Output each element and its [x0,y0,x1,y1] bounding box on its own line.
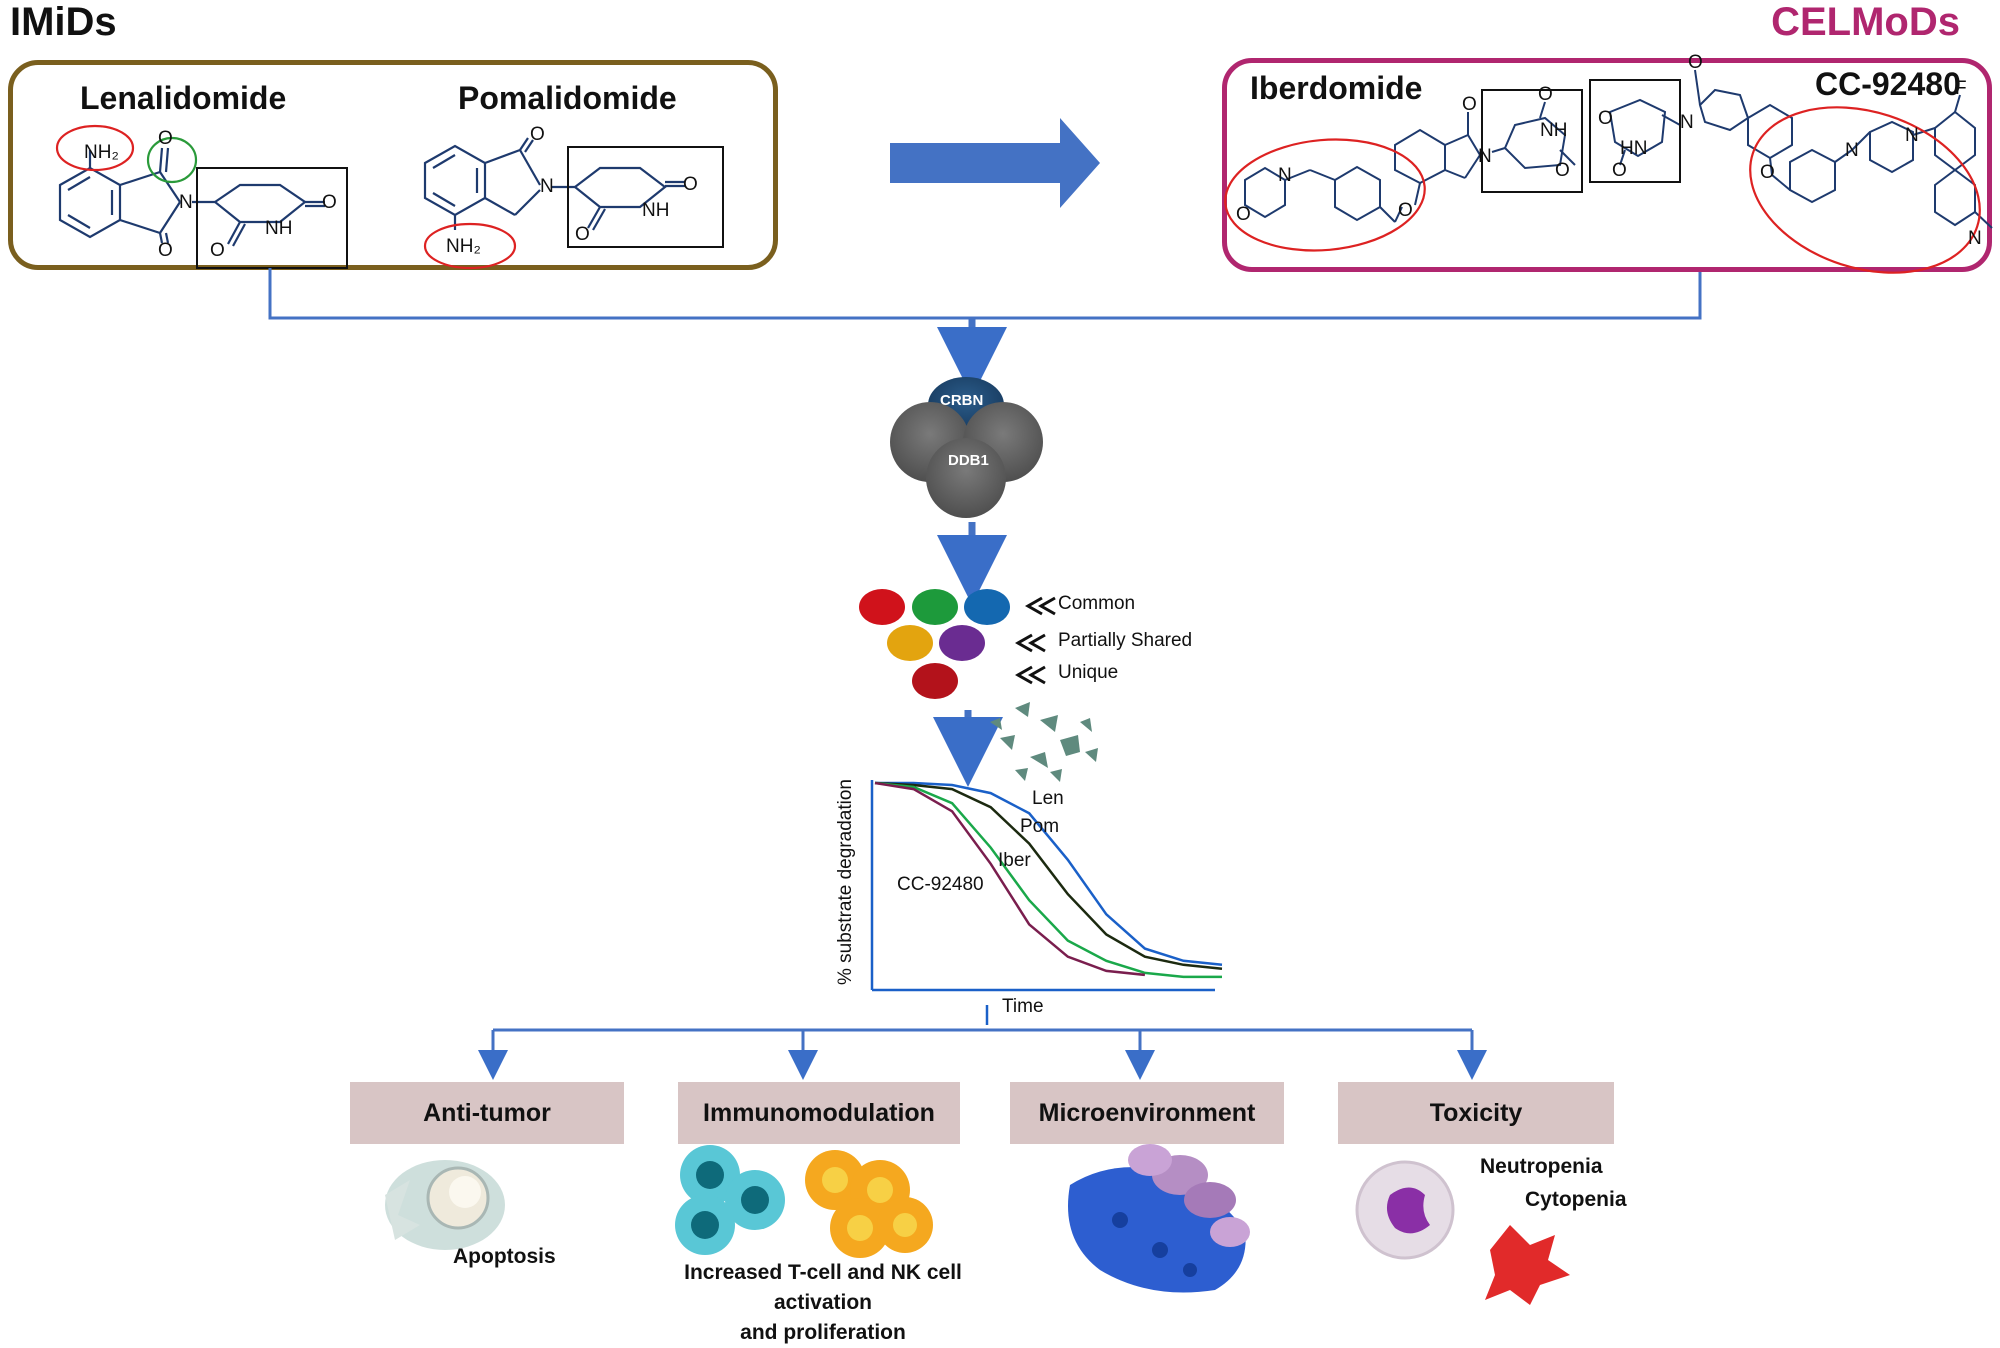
legend-partially-shared: Partially Shared [1058,630,1193,651]
pom-o-ring1: O [683,174,698,195]
immune-cells-illustration [675,1145,933,1258]
len-o-ring2: O [210,240,225,261]
iberdomide-highlight-circle [1224,138,1426,252]
cc-n1: N [1845,140,1859,161]
iber-o-link: O [1398,200,1413,221]
iber-nh: NH [1540,120,1568,141]
len-nh: NH [265,218,293,239]
cc-hn: HN [1620,138,1648,159]
cc-o-top: O [1688,52,1703,73]
iberdomide-structure [1244,101,1576,223]
fragment-debris [990,702,1098,782]
pom-nh: NH [642,200,670,221]
cc-cn-n: N [1968,228,1982,249]
degradation-chart [870,780,1223,1025]
outcome-connectors [478,1028,1487,1080]
iber-o-morph: O [1236,204,1251,225]
outcome-anti-tumor: Anti-tumor [350,1082,624,1144]
microenvironment-illustration [1068,1144,1250,1293]
chevron-left-icon [1014,665,1033,685]
substrate-oval [887,625,933,661]
substrate-oval [939,625,985,661]
iber-o-ring: O [1462,94,1477,115]
curve-cc-92480 [874,781,1146,977]
cc92480-structure [1608,69,1993,229]
cc92480-highlight-circle [1749,106,1981,274]
pom-o-top: O [530,124,545,145]
substrate-oval [964,589,1010,625]
len-nh2: NH₂ [84,142,119,163]
diagram-canvas [55,69,1993,1305]
chart-xlabel: Time [1002,996,1044,1017]
substrate-oval [912,663,958,699]
cc-f: F [1955,78,1967,99]
pomalidomide-structure [423,137,685,231]
caption-immunomodulation: Increased T-cell and NK cell activation … [684,1261,962,1344]
celmods-header: CELMoDs [1771,0,1960,44]
cc-o-a: O [1598,108,1613,129]
len-o-top: O [158,128,173,149]
lenalidomide-label: Lenalidomide [80,80,287,116]
chevron-left-icon [1037,596,1056,616]
series-label-pom: Pom [1020,816,1060,837]
len-o-bottom: O [158,240,173,261]
pom-nh2-highlight-circle [423,222,517,270]
carbonyl-highlight-circle [146,136,198,184]
legend-common: Common [1058,593,1136,614]
chevron-left-icon [1027,665,1046,685]
toxicity-illustration [1355,1160,1570,1305]
iber-o-a: O [1538,84,1553,105]
apoptosis-illustration [385,1160,505,1250]
series-label-len: Len [1032,788,1064,809]
chevron-left-icon [1024,596,1043,616]
merge-connector [268,268,1702,320]
cc-n2: N [1905,125,1919,146]
crbn-ddb1-complex [890,377,1043,518]
len-n: N [179,192,193,213]
cc-n-core: N [1680,112,1694,133]
ddb1-label: DDB1 [948,452,989,469]
chevron-left-icon [1014,633,1033,653]
nh2-highlight-circle [55,124,135,172]
iber-n-core: N [1478,146,1492,167]
transition-arrow [890,118,1100,208]
iber-o-b: O [1555,160,1570,181]
caption-cytopenia: Cytopenia [1525,1188,1627,1211]
cc-o-link: O [1760,162,1775,183]
pom-nh2: NH₂ [446,236,481,257]
iber-n-morph: N [1278,165,1292,186]
curve-len [875,781,1223,967]
outcome-toxicity: Toxicity [1338,1082,1614,1144]
imids-header: IMiDs [10,0,117,44]
crbn-label: CRBN [940,392,984,409]
cc-o-b: O [1612,160,1627,181]
lenalidomide-structure [58,147,325,247]
celmods-box [1222,58,1992,272]
substrate-oval [912,589,958,625]
iberdomide-label: Iberdomide [1250,70,1423,106]
imids-box [8,60,778,270]
caption-apoptosis: Apoptosis [453,1245,556,1268]
pom-o-ring2: O [575,224,590,245]
outcome-immunomodulation: Immunomodulation [678,1082,960,1144]
pomalidomide-label: Pomalidomide [458,80,677,116]
outcome-microenvironment: Microenvironment [1010,1082,1284,1144]
len-o-ring1: O [322,192,337,213]
caption-neutropenia: Neutropenia [1480,1155,1603,1178]
series-label-cc92480: CC-92480 [897,874,984,895]
curve-pom [874,781,1223,971]
curve-iber [874,781,1222,979]
series-label-iber: Iber [998,850,1031,871]
legend-unique: Unique [1058,662,1119,683]
substrate-group [859,589,1010,699]
chevron-left-icon [1027,633,1046,653]
cc92480-label: CC-92480 [1815,66,1961,102]
substrate-oval [859,589,905,625]
chart-ylabel: % substrate degradation [835,779,856,985]
pom-n: N [540,176,554,197]
